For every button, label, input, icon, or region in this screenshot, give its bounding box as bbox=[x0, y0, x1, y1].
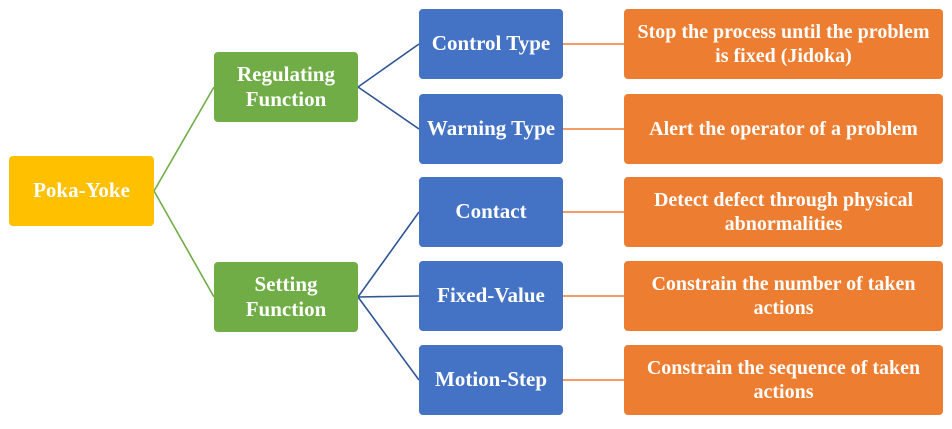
function-label: Regulating Function bbox=[236, 61, 335, 111]
connector-root-regulating bbox=[153, 86, 215, 192]
description-text: Alert the operator of a problem bbox=[649, 118, 918, 140]
description-node-motion-step: Constrain the sequence of taken actions bbox=[624, 345, 943, 415]
description-node-warning: Alert the operator of a problem bbox=[624, 94, 943, 164]
type-node-contact: Contact bbox=[419, 177, 563, 247]
type-label: Control Type bbox=[431, 31, 551, 56]
type-label: Contact bbox=[455, 199, 527, 224]
description-node-fixed-value: Constrain the number of taken actions bbox=[624, 261, 943, 331]
connector-setting-contact bbox=[357, 211, 420, 298]
connector-regulating-warning bbox=[357, 86, 420, 130]
connector-root-setting bbox=[153, 190, 215, 298]
type-node-motion-step: Motion-Step bbox=[419, 345, 563, 415]
root-node: Poka-Yoke bbox=[9, 156, 154, 226]
connector-regulating-control bbox=[357, 43, 420, 88]
description-node-contact: Detect defect through physical abnormali… bbox=[624, 177, 943, 247]
type-label: Warning Type bbox=[426, 116, 556, 141]
type-node-warning: Warning Type bbox=[419, 94, 563, 164]
description-node-control: Stop the process until the problem is fi… bbox=[624, 9, 943, 79]
connector-setting-motion-step bbox=[357, 296, 420, 381]
type-label: Fixed-Value bbox=[437, 283, 545, 308]
connector-setting-fixed-value bbox=[357, 295, 420, 298]
type-node-control: Control Type bbox=[419, 9, 563, 79]
function-label: Setting Function bbox=[245, 271, 327, 321]
description-text: Stop the process until the problem is fi… bbox=[637, 21, 930, 67]
function-node-regulating: Regulating Function bbox=[214, 52, 358, 122]
description-text: Constrain the sequence of taken actions bbox=[646, 357, 921, 403]
root-label: Poka-Yoke bbox=[33, 178, 130, 203]
type-node-fixed-value: Fixed-Value bbox=[419, 261, 563, 331]
type-label: Motion-Step bbox=[435, 367, 547, 392]
description-text: Detect defect through physical abnormali… bbox=[653, 189, 914, 235]
function-node-setting: Setting Function bbox=[214, 262, 358, 332]
description-text: Constrain the number of taken actions bbox=[651, 273, 916, 319]
